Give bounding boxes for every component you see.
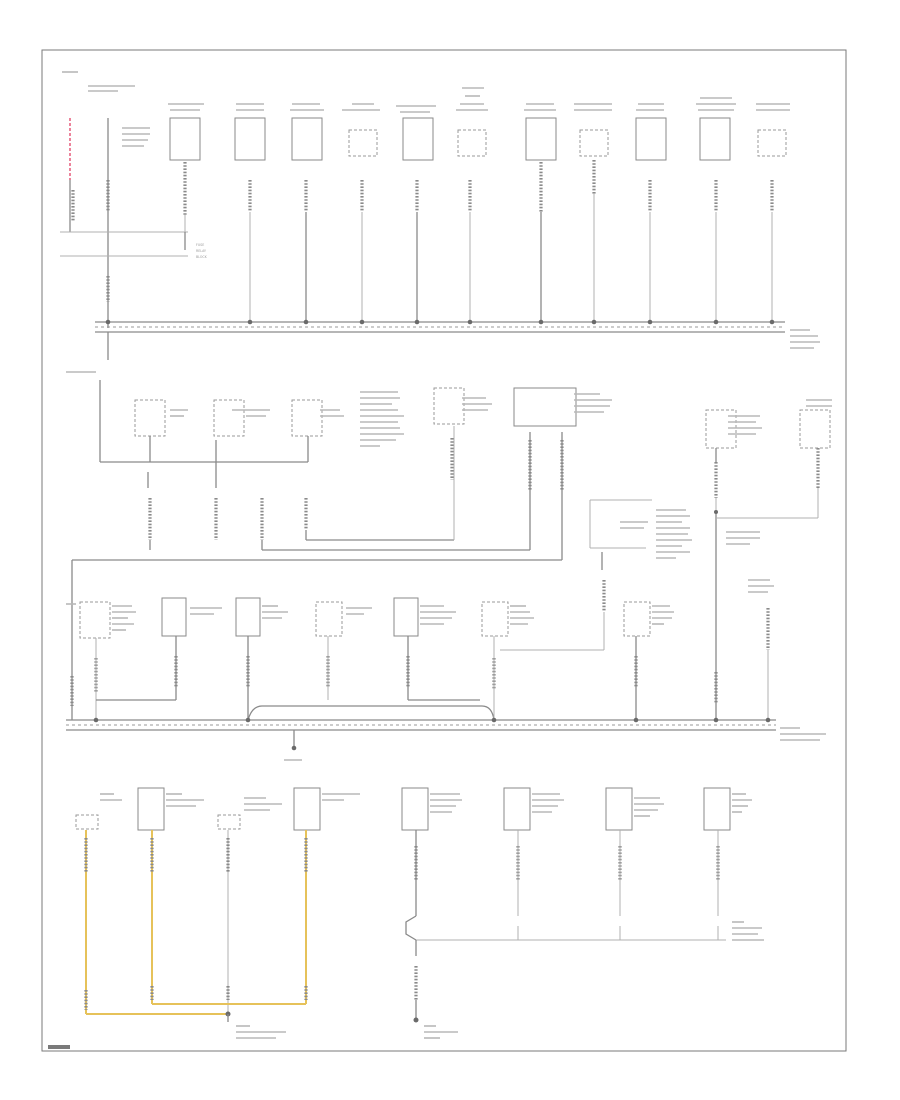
middle-labels (170, 391, 832, 447)
component-box (699, 117, 731, 161)
top-labels (122, 87, 790, 147)
top-section: FUSE RELAY BLOCK (60, 71, 820, 373)
svg-text:FUSE: FUSE (196, 243, 204, 247)
right-ground-tree (405, 830, 726, 1023)
bottom-components (75, 787, 731, 831)
component-box (579, 129, 609, 157)
component-box (525, 117, 557, 161)
bottom-section (75, 787, 764, 1039)
component-box (457, 129, 487, 157)
bottom-labels (100, 793, 752, 817)
component-box (635, 117, 667, 161)
top-wires (71, 160, 774, 322)
component-box (169, 117, 201, 161)
left-ground-tree (84, 830, 308, 1022)
component-box (234, 117, 266, 161)
diagram-frame (41, 49, 847, 1052)
lower-middle-components (79, 597, 651, 639)
component-box (757, 129, 787, 157)
middle-bus-nodes (93, 717, 771, 723)
middle-section (66, 380, 832, 761)
component-box (291, 117, 323, 161)
component-box (348, 129, 378, 157)
middle-components (134, 387, 831, 449)
svg-text:RELAY: RELAY (196, 249, 206, 253)
top-components (169, 117, 787, 161)
footer-tag (48, 1045, 70, 1049)
svg-text:BLOCK: BLOCK (196, 255, 208, 259)
component-box (402, 117, 434, 161)
lower-middle-labels (66, 579, 774, 631)
upper-bus-nodes (105, 319, 775, 325)
